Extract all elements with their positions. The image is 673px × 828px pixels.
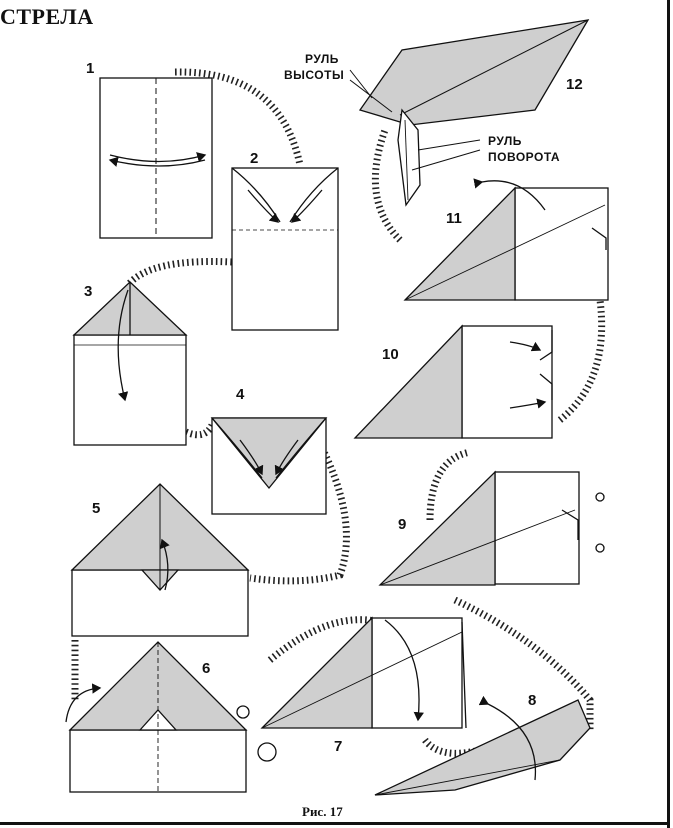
step-number-8: 8 bbox=[528, 692, 537, 709]
step-number-2: 2 bbox=[250, 150, 259, 167]
step-6-shape bbox=[65, 641, 277, 793]
step-connector-hatching bbox=[71, 68, 606, 757]
step-1-rectangle bbox=[99, 77, 213, 239]
step-number-1: 1 bbox=[86, 60, 95, 77]
step-9-shape bbox=[378, 470, 605, 586]
step-number-12: 12 bbox=[566, 76, 583, 93]
step-number-10: 10 bbox=[382, 346, 399, 363]
step-5-shape bbox=[70, 483, 250, 637]
step-number-4: 4 bbox=[236, 386, 245, 403]
step-number-7: 7 bbox=[334, 738, 343, 755]
label-elevator-line1: РУЛЬ bbox=[305, 52, 339, 66]
step-number-11: 11 bbox=[446, 210, 462, 227]
step-8-shape bbox=[374, 695, 591, 796]
label-elevator-line2: ВЫСОТЫ bbox=[284, 68, 345, 82]
label-pointers bbox=[349, 69, 481, 171]
step-11-shape bbox=[403, 178, 609, 301]
figure-caption: Рис. 17 bbox=[302, 804, 343, 819]
step-7-shape bbox=[260, 616, 467, 729]
step-number-3: 3 bbox=[84, 283, 93, 300]
step-12-airplane bbox=[358, 19, 590, 207]
frame-bottom-border bbox=[0, 822, 670, 825]
label-rudder-line1: РУЛЬ bbox=[488, 134, 522, 148]
frame-right-border bbox=[667, 0, 670, 828]
diagram-title: СТРЕЛА bbox=[0, 4, 94, 29]
label-rudder-line2: ПОВОРОТА bbox=[488, 150, 561, 164]
step-3-shape bbox=[72, 281, 188, 446]
step-10-shape bbox=[353, 324, 553, 439]
step-number-6: 6 bbox=[202, 660, 211, 677]
step-number-5: 5 bbox=[92, 500, 101, 517]
step-number-9: 9 bbox=[398, 516, 407, 533]
step-4-shape bbox=[210, 417, 328, 515]
step-2-rectangle bbox=[231, 167, 339, 331]
